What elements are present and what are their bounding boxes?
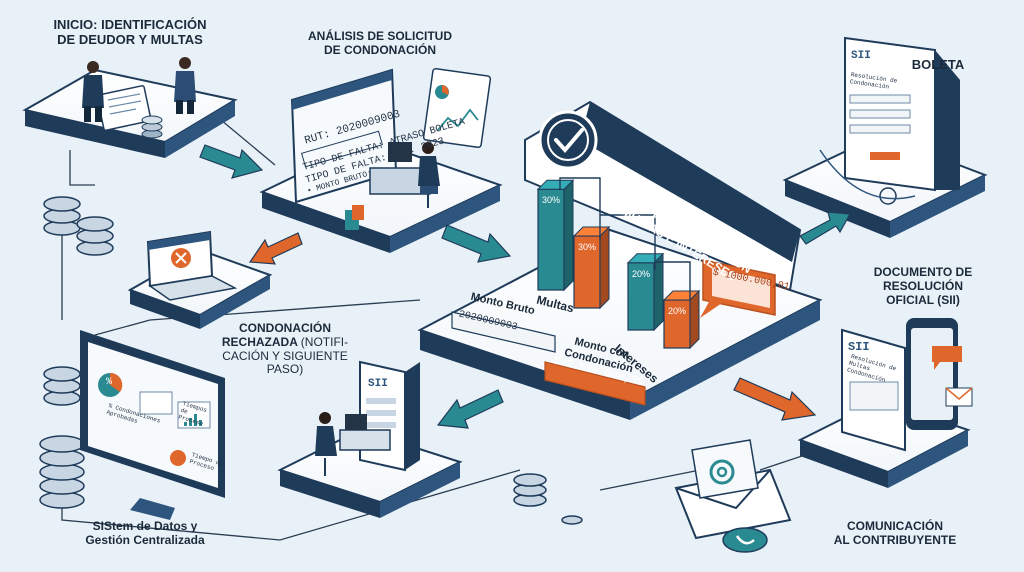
step-receipt-label: BOLETA [908,57,968,73]
gross-amount-field [451,311,556,353]
platform-workstation [277,360,463,518]
bar-side-intereses-2 [689,289,700,350]
bar-side-multas-1 [563,178,574,292]
bar-data-label: 20% [632,269,650,279]
platform-start [22,57,238,158]
chart-card [422,67,492,149]
receipt-title: BOLETA [911,57,965,72]
step-start-line2: DE DEUDOR Y MULTAS [57,31,203,47]
official-doc-line2: RESOLUCIÓN [882,278,963,293]
bar-top-intereses-1 [626,253,665,264]
amount-callout [700,259,776,318]
platform-receipt [782,36,988,238]
bar-data-label: 30% [578,242,596,252]
step-official-doc-label: DOCUMENTO DE RESOLUCIÓN OFICIAL (SII) [858,265,988,307]
brand-logo-receipt: SII [851,50,871,62]
step-analysis-line2: DE CONDONACIÓN [323,42,436,57]
phone-badge-icon [722,527,768,553]
data-system-line1: SIStem de Datos y [92,519,198,533]
rejected-line3: CACIÓN Y SIGUIENTE PASO) [222,348,348,377]
bar-data-label: 30% [542,195,560,205]
step-rejected-label: CONDONACIÓN RECHAZADA (NOTIFI- CACIÓN Y … [205,321,365,377]
bar-side-multas-2 [599,225,610,310]
platform-central: 30% 30% 20% 20% [417,100,823,420]
rejected-line1: CONDONACIÓN [239,321,331,335]
platform-rejected [127,230,273,329]
database-stack-bottom [513,473,583,525]
flow-arrows-large [199,144,851,429]
flow-arrows-small [559,177,691,300]
official-doc-line1: DOCUMENTO DE [873,265,973,279]
step-start-label: INICIO: IDENTIFICACIÓN DE DEUDOR Y MULTA… [30,17,230,48]
smartphone [906,318,973,430]
step-analysis-label: ANÁLISIS DE SOLICITUD DE CONDONACIÓN [290,29,470,58]
analyst-desk [369,142,440,208]
database-stack-small [141,115,163,139]
monitor-dashboard [80,330,225,520]
stacked-boxes [345,205,364,230]
receipt-document [819,36,960,205]
step-communication-label: COMUNICACIÓN AL CONTRIBUYENTE [820,519,970,548]
brand-logo-official: SII [848,340,870,354]
brand-logo-display: SII [368,378,388,390]
platform-official-doc [797,318,973,488]
rejected-line2: RECHAZADA [221,334,298,349]
worker-desk [315,412,391,476]
communication-line1: COMUNICACIÓN [847,519,943,533]
official-document [841,328,906,452]
email-envelope-icon [674,439,792,540]
bar-top-multas-1 [536,179,575,190]
rejected-line2-note: (NOTIFI- [300,334,349,349]
laptop [146,230,238,301]
bar-chart: 30% 30% 20% 20% [536,178,701,350]
dashboard-percent: % [106,377,113,388]
step-data-system-label: SIStem de Datos y Gestión Centralizada [60,519,230,548]
communication-line2: AL CONTRIBUYENTE [833,532,957,547]
step-analysis-line1: ANÁLISIS DE SOLICITUD [307,29,452,43]
bar-data-label: 20% [668,306,686,316]
bar-multas-2 [573,235,601,309]
step-start-line1: INICIO: IDENTIFICACIÓN [53,17,207,32]
check-badge-icon [538,110,598,170]
platform-analysis [259,67,503,253]
official-doc-line3: OFICIAL (SII) [886,292,960,307]
data-system-line2: Gestión Centralizada [85,532,205,547]
net-amount-field [544,361,646,406]
